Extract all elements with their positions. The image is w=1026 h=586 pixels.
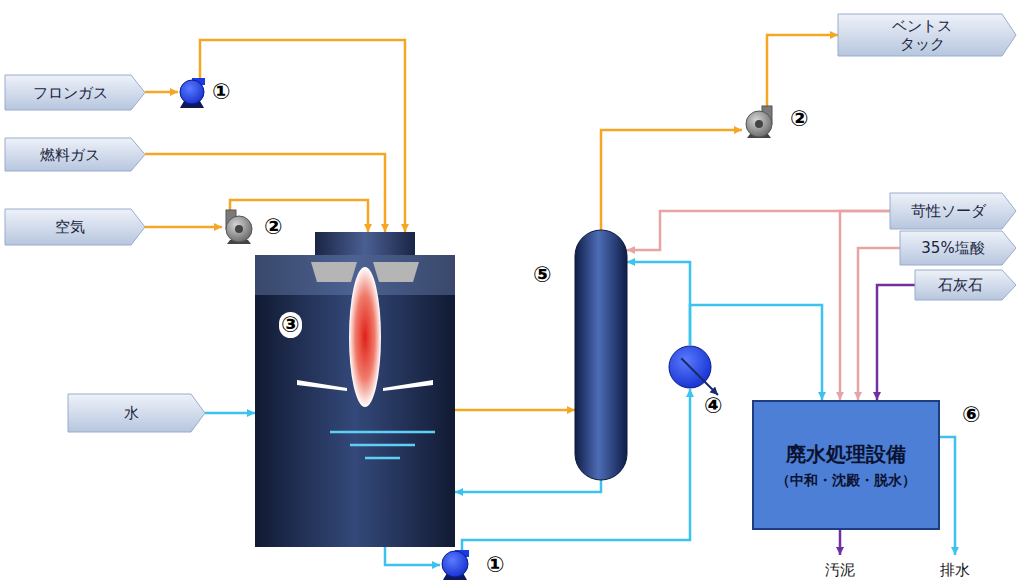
flame — [349, 267, 381, 407]
stream-tag-outline — [900, 231, 1016, 265]
node-body: フロンガス — [5, 75, 145, 110]
pump-shape — [440, 550, 470, 580]
unit-title: 廃水処理設備 — [786, 442, 906, 466]
stream-tag-outline — [915, 270, 1016, 300]
combustion-reactor-shape — [255, 232, 455, 547]
process-line — [145, 91, 178, 94]
blower-shape — [742, 106, 776, 138]
stream-tag-outline — [890, 193, 1016, 229]
pump-casing — [442, 551, 468, 577]
stream-label: 水 — [124, 404, 139, 422]
process-line — [145, 226, 222, 229]
blower-casing — [746, 111, 772, 137]
burner-block — [311, 262, 357, 282]
callout-number: ③ — [279, 312, 302, 338]
blower-hub — [755, 120, 763, 128]
outlet-label: 排水 — [940, 561, 970, 579]
node-body: 35%塩酸 — [900, 231, 1016, 265]
blower-casing — [226, 216, 252, 242]
stream-label: 石灰石 — [938, 276, 983, 294]
callout-number: ⑤ — [533, 262, 552, 288]
callout-number: ② — [264, 214, 283, 240]
blower: ② — [222, 210, 256, 244]
process-line — [601, 130, 742, 230]
process-line — [877, 285, 915, 400]
stream-tag-outline — [5, 209, 145, 245]
spray-nozzle — [297, 380, 347, 391]
stream-tag-outline — [5, 75, 145, 110]
scrubber-column-shape — [575, 230, 627, 480]
reactor-body — [255, 255, 455, 547]
stream-label: フロンガス — [33, 84, 108, 102]
callout-number: ④ — [704, 393, 723, 419]
process-line — [385, 547, 440, 565]
outlet-label: 汚泥 — [825, 561, 855, 579]
node-body: 燃料ガス — [5, 138, 145, 171]
stream-tag: フロンガス — [5, 75, 145, 110]
stream-tag-outline — [5, 138, 145, 171]
callout-number: ① — [486, 552, 505, 578]
process-line — [627, 262, 690, 345]
node-body: 空気 — [5, 209, 145, 245]
pump: ① — [440, 550, 470, 580]
combustion-reactor: ③ — [255, 232, 455, 547]
effluent-line — [940, 437, 955, 555]
stream-tag: 35%塩酸 — [900, 231, 1016, 265]
stream-tag-outline — [68, 394, 205, 432]
stream-label: 苛性ソーダ — [911, 202, 986, 220]
process-line — [627, 211, 890, 250]
stream-tag: ベントスタック — [838, 14, 1016, 56]
process-line — [200, 40, 405, 232]
heat-exchanger-shape — [668, 345, 712, 389]
burner-block — [373, 262, 419, 282]
callout-number: ⑥ — [962, 402, 981, 428]
pump: ① — [178, 78, 206, 108]
blower: ② — [742, 106, 776, 138]
callout-number: ② — [790, 106, 809, 132]
stream-tag: 苛性ソーダ — [890, 193, 1016, 229]
node-body: ベントスタック — [838, 14, 1016, 56]
stream-tag: 石灰石 — [915, 270, 1016, 300]
pump-casing — [180, 80, 204, 104]
stream-tag: 空気 — [5, 209, 145, 245]
water-surface — [330, 431, 435, 434]
stream-label: 空気 — [55, 218, 85, 236]
pump-shape — [178, 78, 206, 108]
process-line — [205, 412, 255, 415]
water-surface — [350, 444, 415, 447]
sludge-line — [839, 530, 842, 555]
water-surface — [365, 457, 400, 460]
blower-shape — [222, 210, 256, 244]
stream-tag-outline — [838, 14, 1016, 56]
process-lines — [145, 35, 915, 565]
treatment-unit: 廃水処理設備（中和・沈殿・脱水）⑥ — [752, 400, 940, 530]
node-body: 苛性ソーダ — [890, 193, 1016, 229]
process-line — [767, 35, 838, 106]
stream-label: ベントスタック — [890, 17, 954, 53]
blower-hub — [235, 225, 243, 233]
process-line — [858, 248, 900, 400]
spray-nozzle — [383, 380, 433, 391]
stream-label: 35%塩酸 — [921, 239, 984, 257]
exchanger-arrow — [681, 358, 718, 395]
node-body: 水 — [68, 394, 205, 432]
node-body: 廃水処理設備 （中和・沈殿・脱水） — [754, 402, 938, 528]
stream-label: 燃料ガス — [40, 146, 100, 164]
stream-tag: 水 — [68, 394, 205, 432]
stream-tag: 燃料ガス — [5, 138, 145, 171]
process-line — [455, 409, 575, 412]
unit-note: （中和・沈殿・脱水） — [776, 472, 916, 489]
callout-number: ① — [212, 79, 231, 105]
column-shell — [575, 230, 627, 480]
process-line — [840, 211, 890, 400]
scrubber-column: ⑤ — [575, 230, 627, 480]
heat-exchanger: ④ — [668, 345, 712, 389]
process-line — [455, 480, 601, 492]
node-body: 石灰石 — [915, 270, 1016, 300]
